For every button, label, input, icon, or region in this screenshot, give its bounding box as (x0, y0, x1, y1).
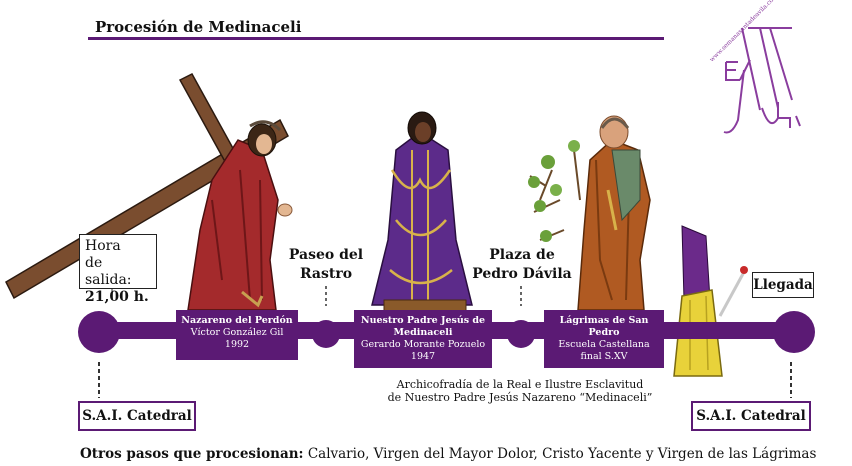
san-pedro-figure (528, 115, 651, 311)
paso-year: final S.XV (580, 351, 628, 362)
end-node (773, 311, 815, 353)
departure-label-1: Hora (85, 238, 121, 254)
brotherhood-line-2: de Nuestro Padre Jesús Nazareno “Medinac… (387, 391, 653, 404)
paso-name: Nuestro Padre Jesús de (360, 315, 486, 326)
paso-box-medinaceli: Nuestro Padre Jesús de Medinaceli Gerard… (354, 310, 492, 368)
brotherhood-line-1: Archicofradía de la Real e Ilustre Escla… (396, 378, 644, 391)
paso-author: Gerardo Morante Pozuelo (360, 339, 486, 350)
start-node (78, 311, 120, 353)
paso-year: 1947 (410, 351, 436, 362)
brotherhood-logo: www.semanasantadeavila.com (708, 0, 801, 134)
brotherhood-caption: Archicofradía de la Real e Ilustre Escla… (330, 378, 710, 404)
start-location-box: S.A.I. Catedral (78, 401, 196, 431)
stop-name: Plaza de (489, 247, 555, 263)
stop-label-plaza-pedro-davila: Plaza de Pedro Dávila (468, 246, 576, 284)
paso-box-nazareno-del-perdon: Nazareno del Perdón Víctor González Gil … (176, 310, 298, 360)
penitent-figure (673, 225, 748, 377)
stop-node (507, 320, 535, 348)
footer-label: Otros pasos que procesionan: (80, 446, 304, 462)
stop-node (312, 320, 340, 348)
nazareno-figure (187, 120, 293, 311)
stop-name-2: Rastro (299, 266, 353, 282)
title-underline (88, 37, 664, 40)
stop-name-2: Pedro Dávila (472, 266, 572, 282)
page-title: Procesión de Medinaceli (95, 18, 302, 36)
arrival-label: Llegada (752, 272, 814, 298)
departure-label-2: de salida: (85, 255, 132, 288)
footer-note: Otros pasos que procesionan: Calvario, V… (80, 446, 816, 462)
paso-name: Lágrimas de San (559, 315, 649, 326)
paso-author: Escuela Castellana (558, 339, 650, 350)
paso-name-2: Medinaceli (393, 327, 453, 338)
end-location-box: S.A.I. Catedral (691, 401, 811, 431)
stop-label-paseo-del-rastro: Paseo del Rastro (276, 246, 376, 284)
stop-name: Paseo del (288, 247, 364, 263)
departure-callout: Hora de salida: 21,00 h. (79, 234, 157, 305)
departure-time: 21,00 h. (85, 289, 149, 305)
paso-author: Víctor González Gil (190, 327, 284, 338)
paso-name-2: Pedro (588, 327, 620, 338)
paso-year: 1992 (224, 339, 250, 350)
logo-url-text: www.semanasantadeavila.com (708, 0, 779, 63)
footer-text: Calvario, Virgen del Mayor Dolor, Cristo… (307, 446, 817, 462)
paso-name: Nazareno del Perdón (181, 315, 293, 326)
medinaceli-figure (371, 111, 473, 313)
paso-box-lagrimas-de-san-pedro: Lágrimas de San Pedro Escuela Castellana… (544, 310, 664, 368)
